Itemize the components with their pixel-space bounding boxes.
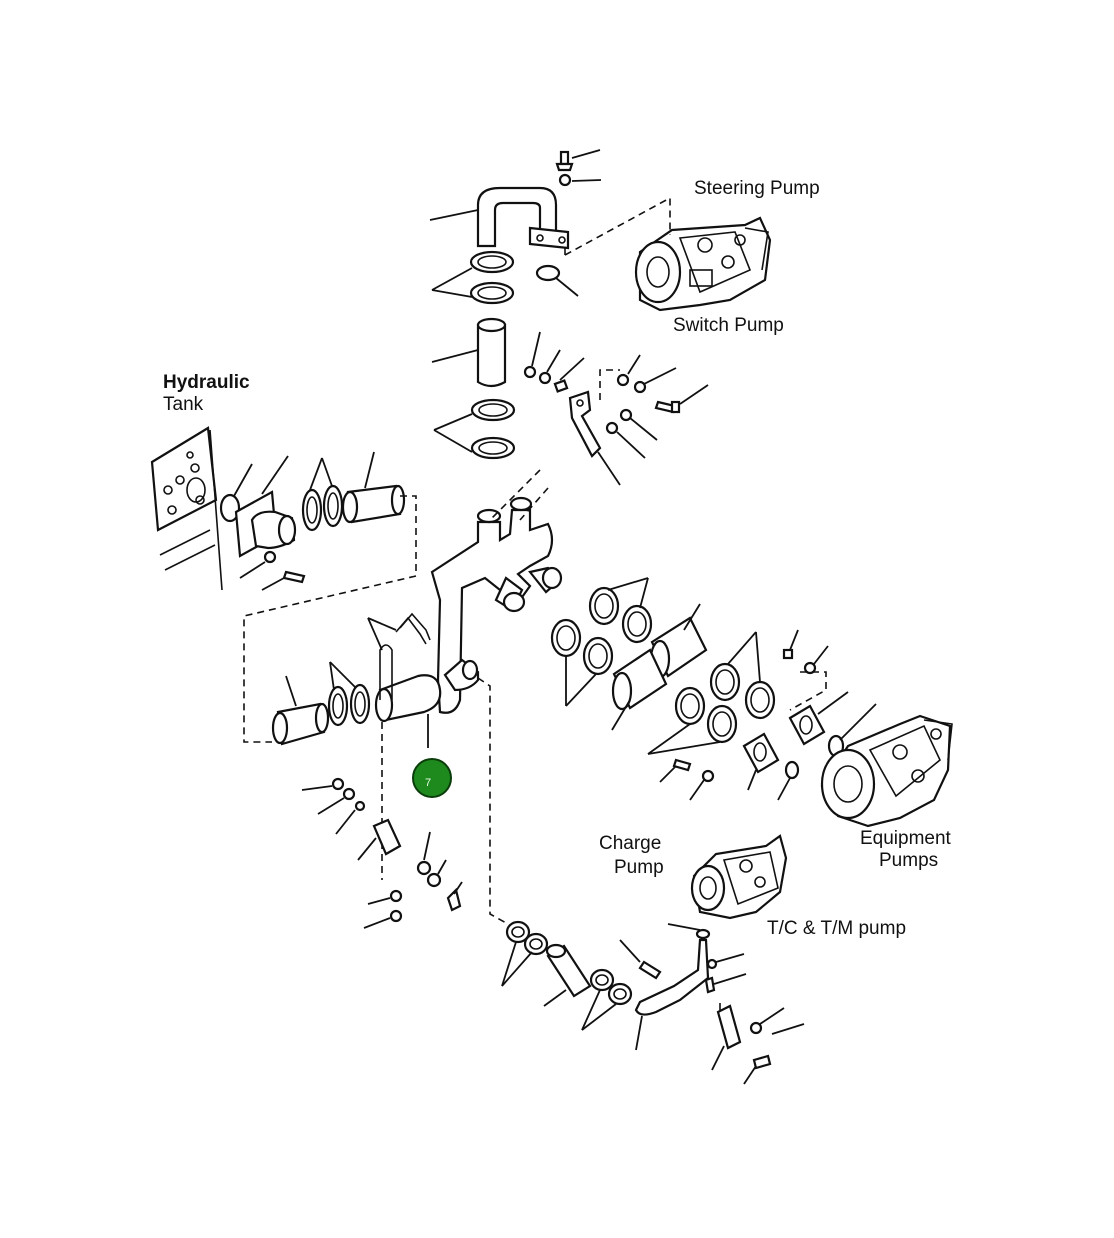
steering-pump-label: Steering Pump [694, 178, 820, 199]
suction-manifold [430, 496, 563, 714]
hose-clamp [470, 398, 516, 460]
equipment-pumps-label-line1: Equipment [860, 828, 952, 849]
straight-hose [545, 943, 592, 998]
bracket [716, 1004, 772, 1070]
callout-marker-number: 7 [425, 777, 431, 789]
equipment-pumps [820, 714, 953, 828]
top-elbow-tube [476, 186, 570, 250]
charge-pump-label-line1: Charge [599, 833, 661, 854]
hydraulic-tank-plate [150, 426, 223, 591]
hose-clamp [327, 683, 371, 727]
o-ring [535, 264, 561, 282]
elbow-flange [234, 490, 297, 558]
bolts-and-nuts [672, 648, 817, 783]
bracket [568, 390, 602, 458]
hydraulic-tank-label-line2: Tank [163, 394, 204, 415]
lower-elbow-hose [374, 674, 442, 723]
callout-marker-circle[interactable] [412, 758, 452, 798]
small-tube [395, 612, 431, 645]
straight-hose [611, 616, 708, 711]
charge-pump-label-line2: Pump [614, 857, 664, 878]
bolts-and-nuts [523, 365, 681, 435]
hose-clamp [674, 662, 776, 744]
o-ring [219, 493, 241, 523]
tc-tm-pipe [634, 928, 711, 1016]
straight-hose [476, 317, 507, 388]
equipment-pumps-label-line2: Pumps [879, 850, 938, 871]
straight-hose [341, 484, 406, 524]
pump-flange [742, 704, 845, 780]
hose-clamp [469, 250, 515, 305]
hose-clamp [301, 484, 344, 532]
steering-switch-pump [634, 216, 772, 312]
hose-clamp [505, 920, 633, 1006]
charge-pump [690, 834, 788, 920]
hydraulic-tank-label-line1: Hydraulic [163, 372, 250, 393]
hose-clamp [550, 586, 653, 676]
top-bolt-assembly [555, 149, 602, 187]
bolts-and-nuts [638, 958, 718, 994]
callout-marker-7[interactable]: 7 [412, 758, 452, 798]
straight-hose [271, 702, 330, 746]
switch-pump-label: Switch Pump [673, 315, 784, 336]
tc-tm-pump-label: T/C & T/M pump [767, 918, 906, 939]
bracket [331, 777, 462, 923]
u-bolt [379, 644, 393, 700]
